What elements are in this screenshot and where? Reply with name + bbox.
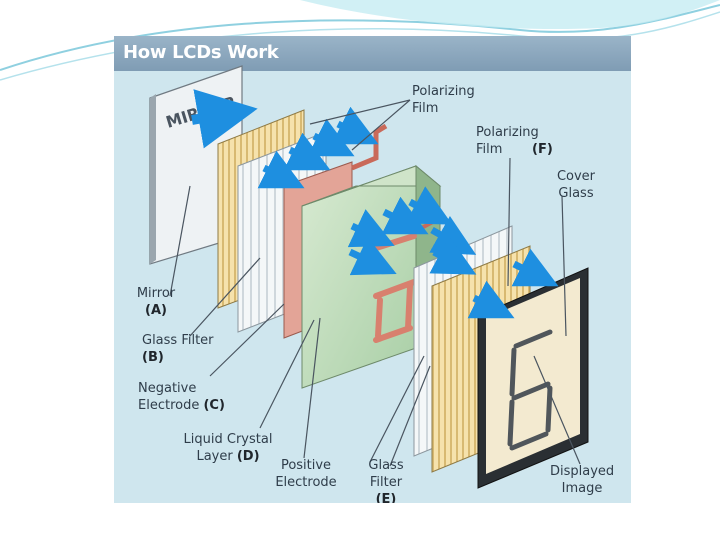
label-mirror-text: Mirror — [136, 286, 176, 301]
label-liquid-crystal: Liquid Crystal Layer (D) — [178, 431, 278, 465]
label-negative-electrode-code: (C) — [203, 398, 225, 413]
cover-glass — [477, 267, 589, 489]
lcd-diagram-figure: How LCDs Work MIRROR — [114, 36, 631, 503]
label-liquid-crystal-text: Liquid Crystal Layer — [183, 432, 273, 464]
label-mirror-code: (A) — [145, 303, 167, 318]
label-glass-filter-b-code: (B) — [142, 350, 164, 365]
title-bar: How LCDs Work — [114, 36, 631, 71]
label-glass-filter-e-text: Glass Filter — [368, 458, 404, 490]
label-displayed-image: Displayed Image — [550, 463, 614, 497]
leader-lines — [169, 99, 581, 467]
label-negative-electrode-text: Negative Electrode — [138, 381, 200, 413]
label-positive-electrode-text: Positive Electrode — [275, 458, 337, 490]
figure-title: How LCDs Work — [123, 42, 279, 63]
label-glass-filter-e-code: (E) — [375, 492, 397, 503]
label-polarizing-film: Polarizing Film — [412, 83, 482, 117]
label-polarizing-film-f: Polarizing Film(F) — [476, 124, 553, 158]
label-glass-filter-e: Glass Filter (E) — [358, 457, 414, 503]
label-polarizing-film-text: Polarizing Film — [412, 84, 475, 116]
displayed-digit-segments — [507, 329, 553, 451]
label-polarizing-film-f-text: Polarizing Film — [476, 125, 539, 157]
exploded-lcd-illustration: MIRROR — [149, 65, 589, 489]
label-mirror: Mirror (A) — [128, 285, 184, 319]
label-negative-electrode: Negative Electrode (C) — [138, 380, 234, 414]
label-cover-glass-text: Cover Glass — [556, 169, 596, 201]
label-cover-glass: Cover Glass — [550, 168, 602, 202]
label-glass-filter-b: Glass Filter (B) — [142, 332, 234, 366]
label-glass-filter-b-text: Glass Filter — [142, 333, 214, 348]
label-positive-electrode: Positive Electrode — [274, 457, 338, 491]
label-displayed-image-text: Displayed Image — [550, 464, 615, 496]
label-liquid-crystal-code: (D) — [236, 449, 260, 464]
label-polarizing-film-f-code: (F) — [532, 142, 553, 157]
light-arrows — [257, 106, 559, 319]
